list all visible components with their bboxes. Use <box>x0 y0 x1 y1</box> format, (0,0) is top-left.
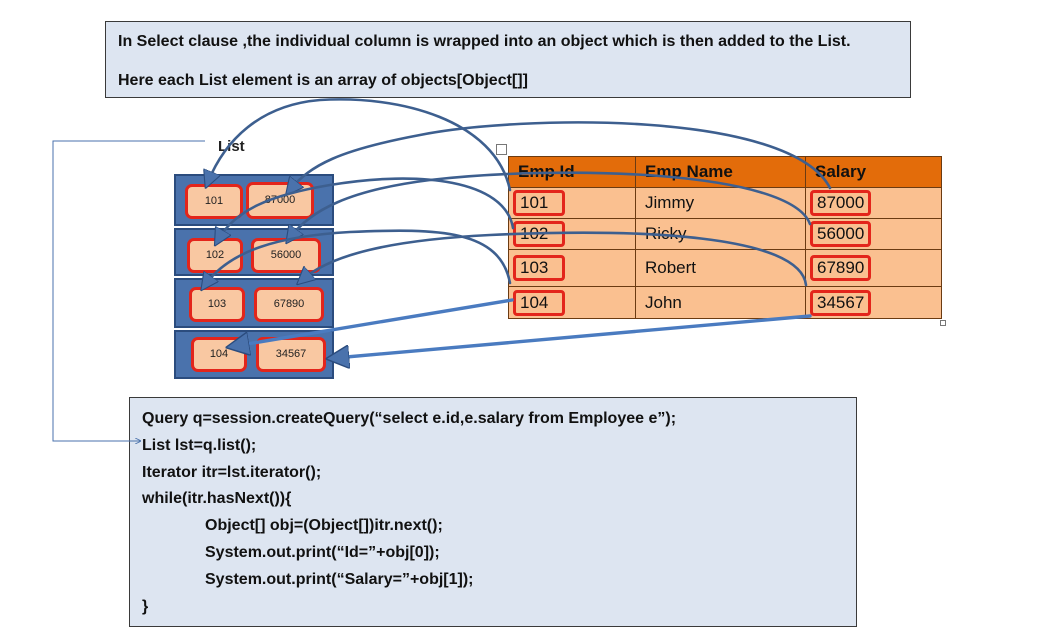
table-move-handle[interactable] <box>496 144 507 155</box>
cell-emp-id: 104 <box>513 289 565 316</box>
list-row-1: 101 87000 <box>174 174 334 226</box>
list-cell-id: 102 <box>187 238 243 273</box>
list-cell-id: 103 <box>189 287 245 322</box>
cell-salary: 67890 <box>810 255 872 281</box>
code-line: System.out.print(“Id=”+obj[0]); <box>205 543 440 561</box>
table-row: 104 John 34567 <box>508 286 942 319</box>
code-line: List lst=q.list(); <box>142 436 257 454</box>
cell-salary: 34567 <box>810 289 872 316</box>
code-line: } <box>142 597 149 615</box>
cell-emp-name: Jimmy <box>635 187 806 219</box>
cell-salary: 87000 <box>810 190 872 216</box>
code-line: Query q=session.createQuery(“select e.id… <box>142 410 677 427</box>
list-cell-salary: 56000 <box>251 238 321 273</box>
code-line: Iterator itr=lst.iterator(); <box>142 463 322 481</box>
cell-emp-name: Ricky <box>635 218 806 250</box>
cell-emp-id: 101 <box>513 190 565 216</box>
table-row: 103 Robert 67890 <box>508 249 942 287</box>
list-row-2: 102 56000 <box>174 228 334 276</box>
header-emp-id: Emp Id <box>508 156 636 188</box>
list-cell-salary: 34567 <box>256 337 326 372</box>
cell-salary: 56000 <box>810 221 872 247</box>
code-line: Object[] obj=(Object[])itr.next(); <box>205 517 443 535</box>
list-label: List <box>218 138 245 155</box>
header-emp-name: Emp Name <box>635 156 806 188</box>
cell-emp-name: John <box>635 286 806 319</box>
cell-emp-name: Robert <box>635 249 806 287</box>
code-box: Query q=session.createQuery(“select e.id… <box>129 397 857 627</box>
note-line-1: In Select clause ,the individual column … <box>118 33 851 50</box>
list-cell-salary: 67890 <box>254 287 324 322</box>
code-line: System.out.print(“Salary=”+obj[1]); <box>205 570 474 588</box>
table-resize-handle[interactable] <box>940 320 946 326</box>
list-cell-id: 104 <box>191 337 247 372</box>
list-cell-salary: 87000 <box>246 182 314 219</box>
cell-emp-id: 103 <box>513 255 565 281</box>
cell-emp-id: 102 <box>513 221 565 247</box>
arrow-34567 <box>335 314 812 358</box>
note-box: In Select clause ,the individual column … <box>105 21 911 98</box>
table-header-row: Emp Id Emp Name Salary <box>508 156 942 188</box>
employee-table: Emp Id Emp Name Salary 101 Jimmy 87000 1… <box>508 156 942 319</box>
list-row-3: 103 67890 <box>174 278 334 328</box>
note-line-2: Here each List element is an array of ob… <box>118 72 528 89</box>
list-cell-id: 101 <box>185 184 243 219</box>
table-row: 102 Ricky 56000 <box>508 218 942 250</box>
table-row: 101 Jimmy 87000 <box>508 187 942 219</box>
header-salary: Salary <box>805 156 942 188</box>
list-row-4: 104 34567 <box>174 330 334 379</box>
code-line: while(itr.hasNext()){ <box>142 490 292 508</box>
